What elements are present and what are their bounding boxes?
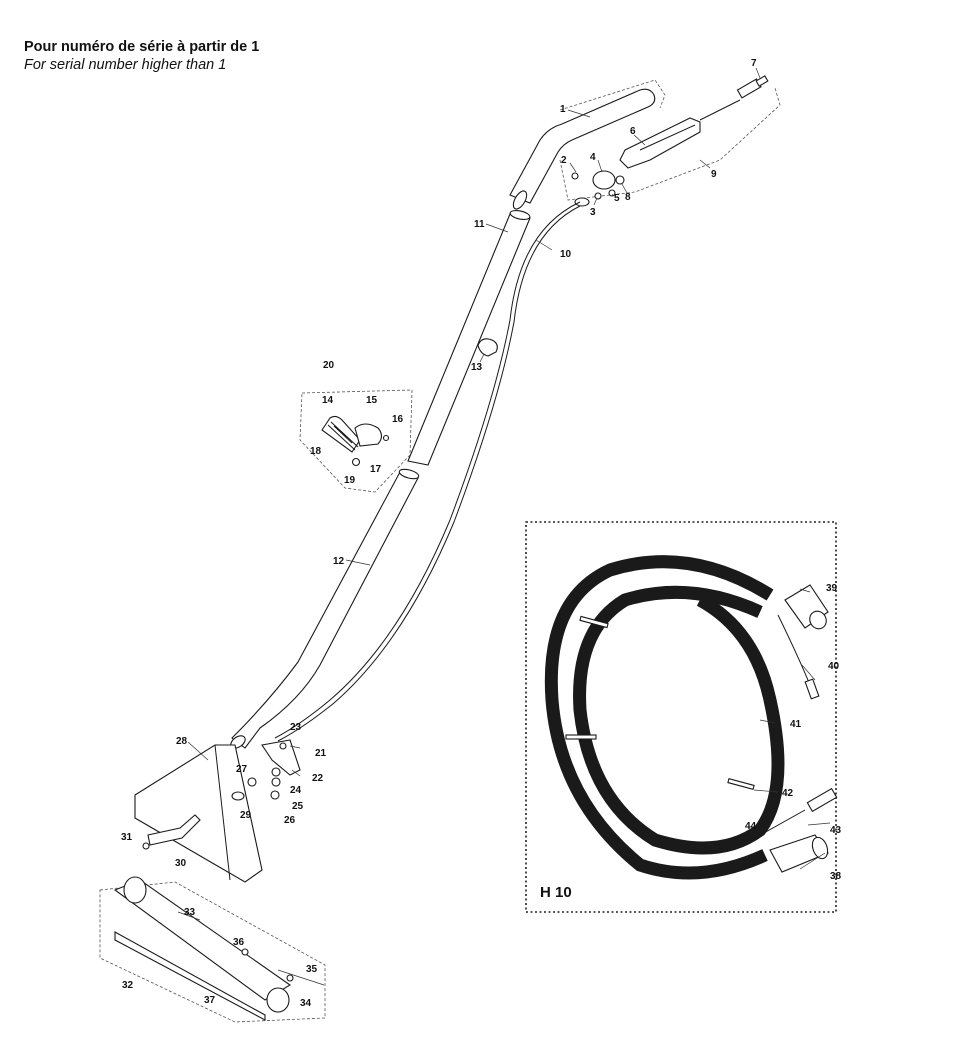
page-header: Pour numéro de série à partir de 1 For s… [24,38,259,74]
screw-35 [286,974,294,982]
callout-35: 35 [306,964,318,975]
callout-43: 43 [830,825,842,836]
callout-6: 6 [630,126,636,137]
clamp-lever [147,814,201,846]
coupler-40 [804,678,820,700]
callout-42: 42 [782,788,794,799]
callout-27: 27 [236,764,248,775]
group-outline-mid-handle [299,389,413,493]
callout-23: 23 [290,722,302,733]
callout-21: 21 [315,748,327,759]
callout-30: 30 [175,858,187,869]
callout-20: 20 [323,360,335,371]
callout-24: 24 [290,785,302,796]
handle-tube-end [512,190,528,210]
coupler-nipple [755,75,769,87]
callout-29: 29 [240,810,252,821]
callout-37: 37 [204,995,216,1006]
tube-clamp [592,170,616,190]
hose-clip-upper [579,615,609,629]
spring-24 [271,767,281,777]
callout-25: 25 [292,801,304,812]
callout-41: 41 [790,719,802,730]
callout-numbers: 1 2 3 4 5 6 7 8 9 10 11 12 13 14 15 16 1… [121,58,842,1009]
brush-head-assembly [99,876,326,1023]
hose-clip [477,338,498,357]
screw-2 [571,172,579,180]
brush-bristles [114,931,266,1021]
callout-22: 22 [312,773,324,784]
fitting-8 [615,175,625,185]
bolt-23 [279,742,287,750]
mid-handle-assembly [299,389,413,493]
callout-32: 32 [122,980,134,991]
callout-10: 10 [560,249,572,260]
floor-tool-assembly [134,739,301,883]
callout-8: 8 [625,192,631,203]
callout-2: 2 [561,155,567,166]
callout-31: 31 [121,832,133,843]
hose-connector [574,197,590,207]
supply-line [699,99,741,121]
handle-tube [509,88,656,204]
grip-handle [321,415,361,453]
callout-33: 33 [184,907,196,918]
callout-26: 26 [284,815,296,826]
hose-clip-mid [565,734,597,740]
callout-16: 16 [392,414,404,425]
callout-3: 3 [590,207,596,218]
title-english: For serial number higher than 1 [24,57,227,73]
callout-19: 19 [344,475,356,486]
solution-hose-inner [277,205,581,742]
callout-11: 11 [474,219,485,230]
callout-44: 44 [745,821,757,832]
coupler-43 [806,787,838,813]
callout-4: 4 [590,152,596,163]
callout-40: 40 [828,661,840,672]
callout-17: 17 [370,464,382,475]
callout-13: 13 [471,362,483,373]
hose-clip-42 [727,778,755,790]
callout-15: 15 [366,395,378,406]
washer-27 [247,777,257,787]
screw-16 [382,434,390,442]
callout-9: 9 [711,169,717,180]
nut-19 [351,457,361,467]
kit-label: H 10 [540,884,572,901]
callout-34: 34 [300,998,312,1009]
callout-18: 18 [310,446,322,457]
callout-39: 39 [826,583,838,594]
callout-12: 12 [333,556,345,567]
callout-36: 36 [233,937,245,948]
pin-36 [241,948,249,956]
callout-5: 5 [614,193,620,204]
trigger-valve [619,117,701,169]
upper-tube [407,210,531,466]
leader-lines [177,67,831,986]
spring-44 [754,809,806,839]
callout-28: 28 [176,736,188,747]
kit-h10-box [525,521,838,913]
handle-bracket [354,423,383,447]
jet-26 [270,790,280,800]
solution-hose [274,201,581,739]
callout-7: 7 [751,58,757,69]
callout-38: 38 [830,871,842,882]
jet-holder-29 [231,791,245,801]
callout-14: 14 [322,395,334,406]
trigger-lever [639,124,696,151]
brush-roller-34 [266,987,290,1013]
top-handle-assembly [509,75,781,210]
grip-spring [327,421,359,451]
lower-tube [230,468,420,749]
callout-1: 1 [560,104,566,115]
group-outline-brush [99,881,326,1023]
nut-3 [594,192,602,200]
brush-end-cap [123,876,147,904]
title-french: Pour numéro de série à partir de 1 [24,39,260,55]
nut-25 [271,777,281,787]
screw-31 [142,842,150,850]
